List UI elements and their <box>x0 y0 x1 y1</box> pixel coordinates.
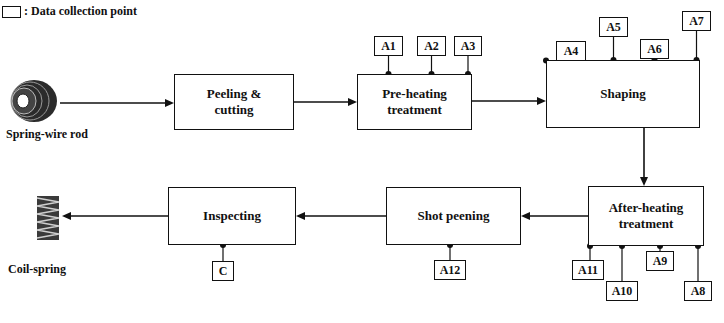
legend-text: : Data collection point <box>24 4 137 19</box>
data-point-box: A3 <box>454 36 482 56</box>
arrow-head <box>537 97 546 105</box>
legend-row: : Data collection point <box>2 4 137 19</box>
flow-arrow <box>60 99 174 107</box>
data-point-box: A8 <box>684 281 712 301</box>
arrow-head <box>640 177 648 186</box>
flow-arrow <box>640 128 648 186</box>
flow-arrow <box>296 212 386 220</box>
point-id: A5 <box>606 21 621 33</box>
process-box: Shaping <box>546 60 700 128</box>
legend-swatch <box>2 6 21 18</box>
process-box: After-heating treatment <box>588 186 704 246</box>
point-id: A8 <box>691 285 706 297</box>
data-point-box: A10 <box>606 281 638 301</box>
point-id: A2 <box>424 40 439 52</box>
data-point-box: A2 <box>417 36 446 56</box>
process-name: Shaping <box>600 86 646 102</box>
point-id: A3 <box>461 40 476 52</box>
flow-arrow <box>521 212 588 220</box>
point-id: A10 <box>612 285 633 297</box>
flow-arrow <box>62 212 168 220</box>
point-id: A9 <box>653 255 668 267</box>
connector-line <box>697 246 698 281</box>
wire-rod-coil <box>11 80 57 122</box>
connector-line <box>613 37 614 60</box>
data-point-box: A1 <box>374 36 403 56</box>
data-point-box: A12 <box>434 260 466 280</box>
data-tap-line <box>694 31 700 63</box>
connector-line <box>294 101 349 103</box>
process-name: Shot peening <box>418 208 490 224</box>
connector-line <box>304 215 386 217</box>
arrow-head <box>521 212 530 220</box>
product-label: Coil-spring <box>8 262 66 277</box>
coil-spring-icon <box>37 196 59 240</box>
data-tap-line <box>695 243 701 281</box>
flow-arrow <box>472 97 546 105</box>
process-name: After-heating treatment <box>601 200 691 231</box>
connector-line <box>621 246 622 281</box>
process-box: Pre-heating treatment <box>357 74 472 130</box>
arrow-head <box>296 212 305 220</box>
process-name: Pre-heating treatment <box>370 86 459 117</box>
process-name: Inspecting <box>203 208 261 224</box>
data-point-box: A5 <box>599 17 628 37</box>
point-id: A7 <box>689 15 704 27</box>
process-box: Peeling & cutting <box>174 74 294 130</box>
data-point-box: C <box>212 261 234 281</box>
point-id: A1 <box>381 40 396 52</box>
flow-arrow <box>294 98 357 106</box>
point-id: C <box>219 265 228 277</box>
data-tap-line <box>619 243 625 281</box>
connector-line <box>472 100 538 102</box>
product-label: Spring-wire rod <box>6 127 88 142</box>
data-point-box: A9 <box>646 251 674 271</box>
connector-line <box>529 215 588 217</box>
arrow-head <box>348 98 357 106</box>
connector-line <box>643 128 645 178</box>
process-box: Shot peening <box>386 187 521 245</box>
process-box: Inspecting <box>168 187 296 245</box>
point-id: A11 <box>578 264 598 276</box>
data-point-box: A6 <box>640 39 669 59</box>
data-point-box: A7 <box>682 11 711 31</box>
point-id: A6 <box>647 43 662 55</box>
data-point-box: A4 <box>556 41 586 61</box>
point-id: A12 <box>440 264 461 276</box>
process-name: Peeling & cutting <box>187 86 281 117</box>
connector-line <box>696 31 697 60</box>
point-id: A4 <box>564 45 579 57</box>
data-point-box: A11 <box>572 260 604 280</box>
